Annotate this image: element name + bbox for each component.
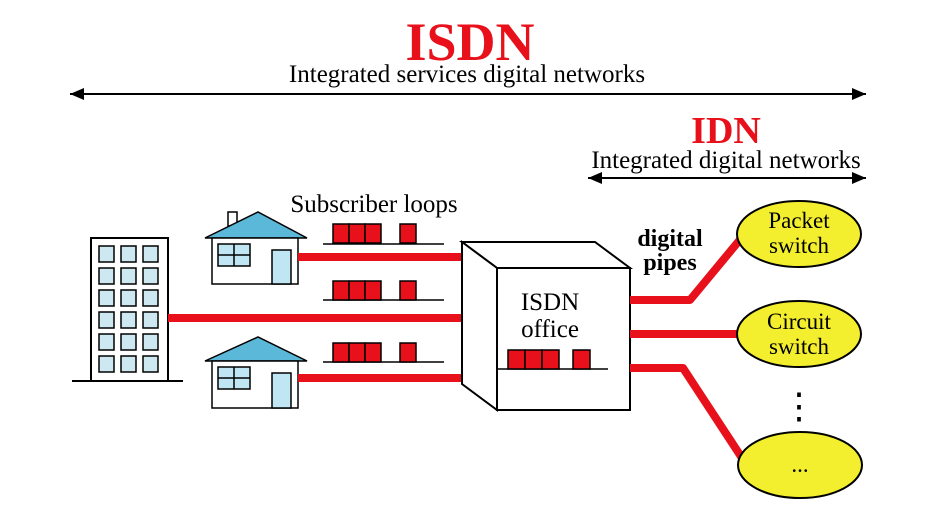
house-icon — [204, 336, 308, 409]
isdn-office-box — [458, 240, 634, 412]
building-window — [142, 333, 159, 351]
building-window — [120, 267, 137, 285]
building-window — [142, 245, 159, 263]
channel-blocks — [323, 223, 444, 245]
channel-blocks — [496, 349, 608, 370]
isdn-title: ISDN — [405, 12, 534, 72]
subscriber-loops-label: Subscriber loops — [290, 191, 457, 218]
channel-blocks — [323, 280, 444, 301]
building-icon — [72, 237, 183, 382]
house-icon — [204, 211, 308, 285]
digital-pipes-label-line1: digital — [637, 226, 703, 252]
building-window — [142, 311, 159, 329]
building-window — [98, 355, 115, 373]
office-label-line2: office — [521, 316, 579, 343]
building-window — [98, 333, 115, 351]
idn-subtitle: Integrated digital networks — [591, 147, 860, 174]
node-label: switch — [769, 334, 830, 359]
digital-pipe-line — [630, 364, 746, 461]
node-label: ... — [791, 452, 808, 477]
building-window — [120, 289, 137, 307]
packet-switch-node — [736, 200, 862, 268]
idn-title: IDN — [691, 110, 761, 152]
node-label: Circuit — [767, 309, 831, 334]
building-window — [142, 289, 159, 307]
node-label: Packet — [768, 208, 830, 233]
digital-pipe-line — [630, 227, 752, 304]
circuit-switch-node — [736, 300, 862, 368]
channel-blocks — [323, 342, 444, 363]
digital-pipes-label-line2: pipes — [643, 250, 696, 276]
building-window — [120, 355, 137, 373]
building-window — [98, 245, 115, 263]
vertical-ellipsis: ⋮ — [781, 386, 817, 426]
building-window — [98, 289, 115, 307]
node-label: switch — [769, 233, 830, 258]
building-window — [98, 311, 115, 329]
isdn-subtitle: Integrated services digital networks — [289, 61, 645, 88]
building-window — [120, 311, 137, 329]
building-window — [120, 333, 137, 351]
office-label-line1: ISDN — [521, 289, 579, 316]
building-window — [142, 267, 159, 285]
building-window — [142, 355, 159, 373]
building-window — [120, 245, 137, 263]
other-node — [737, 431, 863, 499]
building-window — [98, 267, 115, 285]
